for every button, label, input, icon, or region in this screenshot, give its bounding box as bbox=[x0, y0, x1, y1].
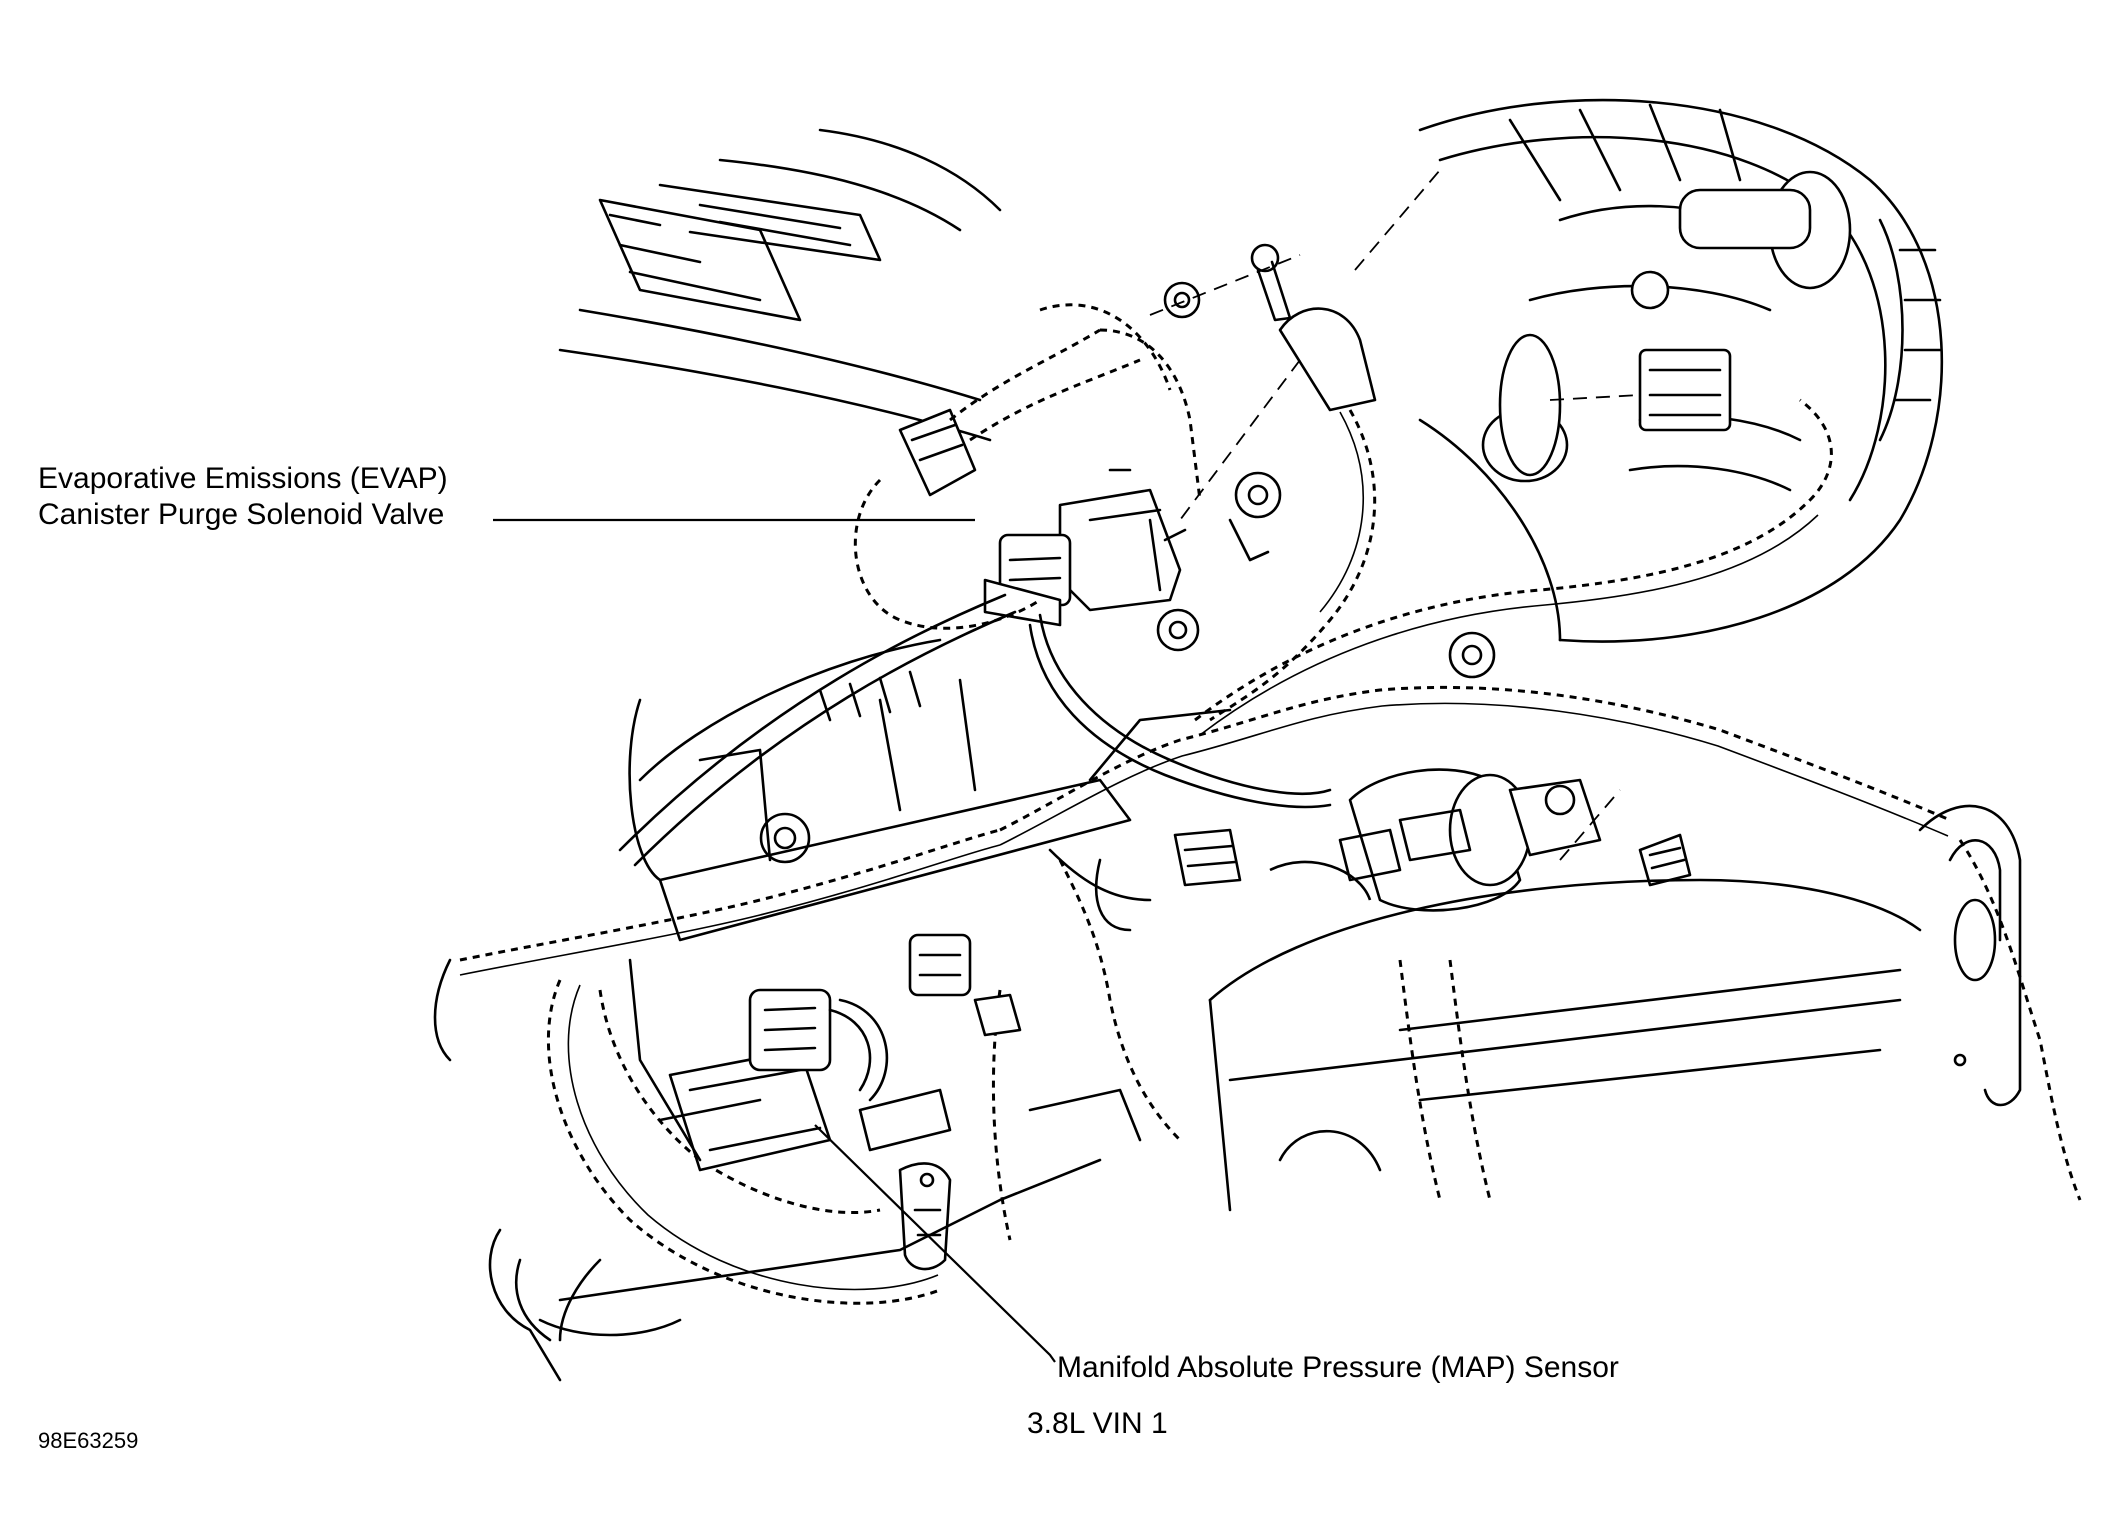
evap-purge-solenoid bbox=[985, 470, 1185, 625]
engine-block-lower bbox=[435, 960, 1140, 1380]
intake-tubes bbox=[560, 130, 1000, 440]
throttle-body bbox=[1350, 770, 1690, 911]
mounting-bolts bbox=[761, 245, 1494, 862]
map-sensor bbox=[670, 990, 950, 1269]
evap-callout-line2: Canister Purge Solenoid Valve bbox=[38, 498, 445, 531]
engine-label: 3.8L VIN 1 bbox=[1027, 1407, 1168, 1440]
alternator-connector bbox=[1550, 350, 1730, 430]
vacuum-hose bbox=[620, 595, 1330, 865]
evap-callout: Evaporative Emissions (EVAP) Canister Pu… bbox=[38, 461, 448, 533]
harness-connectors-lower bbox=[910, 830, 1400, 1035]
evap-harness-connector bbox=[855, 305, 1200, 628]
evap-callout-line1: Evaporative Emissions (EVAP) bbox=[38, 462, 448, 495]
alternator-cable bbox=[1180, 170, 1440, 720]
intake-plenum bbox=[630, 640, 1230, 940]
figure-id: 98E63259 bbox=[38, 1428, 139, 1453]
map-leader-line bbox=[815, 1125, 1055, 1362]
map-sensor-callout: Manifold Absolute Pressure (MAP) Sensor bbox=[1057, 1351, 1619, 1384]
valve-cover-right bbox=[1210, 806, 2020, 1210]
alternator bbox=[1420, 100, 1942, 641]
